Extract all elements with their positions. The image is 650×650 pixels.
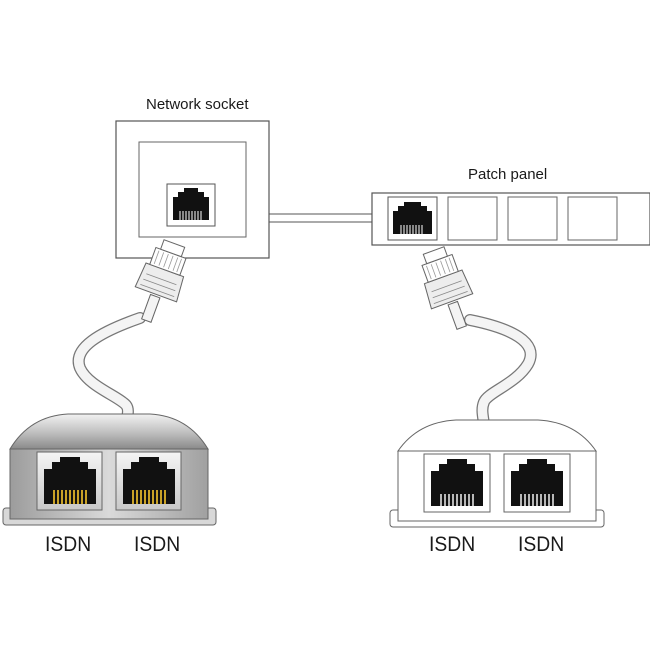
network-socket (115, 120, 270, 259)
patch-panel-port-3 (507, 196, 558, 241)
left-splitter-port-1-icon (36, 451, 103, 511)
left-rj45-plug-icon (134, 239, 187, 323)
network-socket-label: Network socket (146, 96, 249, 113)
patch-panel-label: Patch panel (468, 166, 548, 183)
left-splitter-top (9, 413, 209, 450)
patch-panel-port-4 (567, 196, 618, 241)
right-splitter-port-2-icon (503, 453, 571, 513)
socket-panel-link (269, 213, 372, 223)
left-cable (72, 312, 146, 434)
right-isdn-splitter (389, 419, 605, 528)
left-splitter-port-2-label: ISDN (134, 533, 181, 556)
right-splitter-port-1-icon (423, 453, 491, 513)
patch-panel-port-1-icon (387, 196, 438, 241)
left-splitter-port-1-label: ISDN (45, 533, 92, 556)
left-splitter-port-2-icon (115, 451, 182, 511)
patch-panel (371, 192, 650, 246)
socket-rj45-port-icon (166, 183, 216, 227)
right-splitter-port-2-label: ISDN (518, 533, 565, 556)
left-isdn-splitter (2, 413, 217, 526)
right-splitter-port-1-label: ISDN (429, 533, 476, 556)
right-splitter-top (397, 419, 597, 452)
right-cable (464, 314, 537, 430)
patch-panel-port-2 (447, 196, 498, 241)
right-rj45-plug-icon (421, 246, 474, 330)
